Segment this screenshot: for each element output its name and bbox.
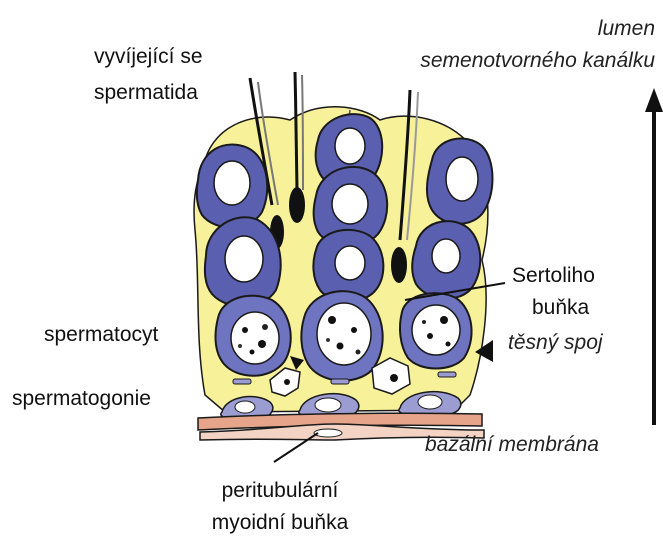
spermatocyte-group — [216, 291, 472, 380]
spermatid-tail — [295, 72, 297, 190]
tight-junction-label: těsný spoj — [508, 330, 603, 356]
tight-junction — [233, 379, 251, 384]
round-spermatid — [412, 221, 480, 298]
tight-junction — [438, 372, 456, 377]
spermatogonia-label: spermatogonie — [12, 386, 151, 412]
round-spermatid — [197, 145, 267, 228]
sertoli-label-line1: Sertoliho — [512, 263, 595, 289]
basal-membrane-label: bazální membrána — [425, 432, 599, 458]
spermatocyte — [301, 291, 382, 380]
round-spermatid — [427, 138, 493, 223]
spermatid-head — [289, 187, 305, 223]
tight-junction — [331, 379, 349, 384]
round-spermatid — [205, 217, 281, 306]
sertoli-label-line2: buňka — [532, 295, 589, 321]
spermatocyte-label: spermatocyt — [44, 322, 158, 348]
spermatid-tail — [302, 75, 303, 190]
lumen-axis-arrowhead — [645, 88, 663, 112]
myoid-label-line1: peritubulární — [180, 478, 380, 504]
spermatocyte — [400, 293, 472, 368]
spermatocyte — [216, 296, 291, 376]
spermatid-head — [391, 247, 407, 283]
myoid-cell-nucleus — [314, 429, 342, 437]
spermatid-label-line2: spermatida — [94, 80, 198, 106]
lumen-label-line1: lumen — [598, 16, 655, 42]
lumen-label-line2: semenotvorného kanálku — [420, 48, 655, 74]
spermatid-label-line1: vyvíjející se — [94, 44, 203, 70]
myoid-label-line2: myoidní buňka — [180, 510, 380, 536]
